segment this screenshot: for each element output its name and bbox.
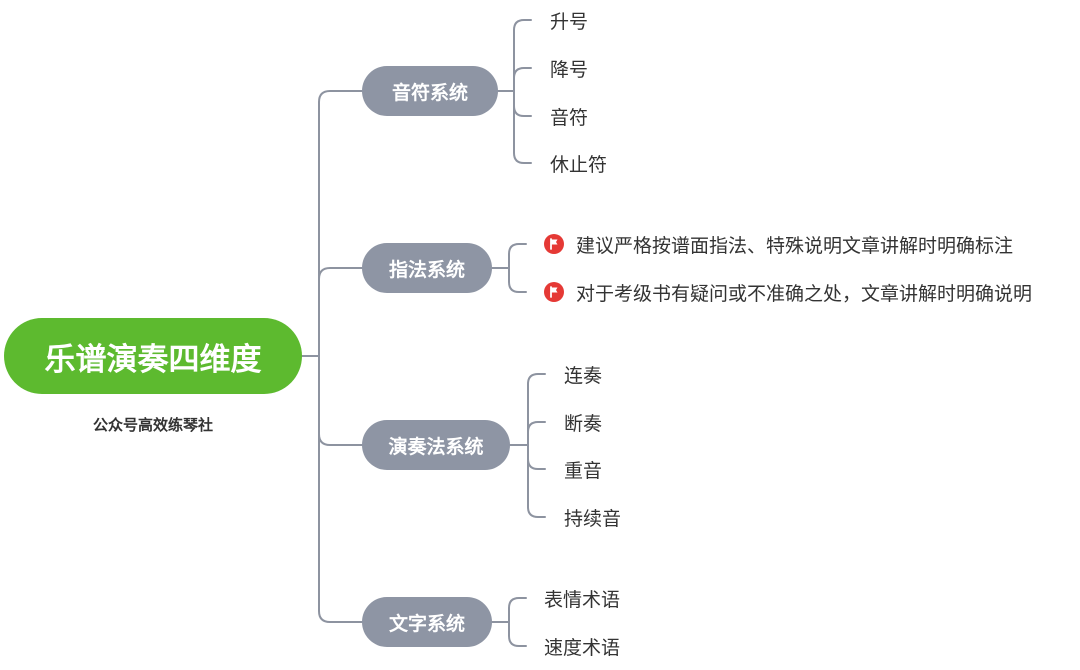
edge-root-branch-3 — [318, 355, 363, 446]
edge-root-branch-2 — [318, 267, 363, 357]
leaf-text: 建议严格按谱面指法、特殊说明文章讲解时明确标注 — [576, 234, 1014, 257]
edge-branch-1-leaf-3 — [513, 90, 532, 117]
leaf-node[interactable]: 断奏 — [564, 412, 603, 435]
root-title: 乐谱演奏四维度 — [44, 341, 262, 378]
leaf-node-with-flag[interactable]: 对于考级书有疑问或不准确之处，文章讲解时明确说明 — [544, 278, 1032, 306]
edge-branch-1-leaf-4 — [513, 90, 532, 164]
flag-icon — [544, 282, 564, 302]
branch-node-text[interactable]: 文字系统 — [362, 597, 492, 647]
leaf-node[interactable]: 降号 — [550, 58, 589, 81]
edge-root-branch-1 — [318, 90, 363, 357]
branch-node-notes[interactable]: 音符系统 — [362, 66, 498, 116]
leaf-node[interactable]: 表情术语 — [544, 588, 621, 611]
branch-label: 指法系统 — [388, 258, 465, 281]
branch-label: 音符系统 — [391, 81, 468, 104]
edge-branch-3-leaf-4 — [527, 444, 546, 518]
edge-branch-2-leaf-2 — [508, 267, 527, 293]
edge-branch-4-leaf-2 — [508, 621, 527, 647]
edge-branch-1-leaf-1 — [513, 19, 532, 92]
edge-branch-4-leaf-1 — [508, 597, 527, 623]
edge-root-branch-4 — [318, 355, 363, 623]
branch-node-fingering[interactable]: 指法系统 — [362, 243, 492, 293]
leaf-node[interactable]: 连奏 — [564, 364, 603, 387]
root-node[interactable]: 乐谱演奏四维度 — [4, 318, 302, 394]
branch-node-articulation[interactable]: 演奏法系统 — [362, 420, 510, 470]
edge-branch-3-leaf-2 — [527, 421, 546, 446]
leaf-node[interactable]: 重音 — [564, 459, 603, 482]
leaf-text: 对于考级书有疑问或不准确之处，文章讲解时明确说明 — [576, 282, 1033, 305]
branch-label: 文字系统 — [388, 612, 465, 635]
edge-branch-2-leaf-1 — [508, 243, 527, 269]
edge-branch-3-leaf-1 — [527, 373, 546, 446]
leaf-node[interactable]: 音符 — [550, 106, 589, 129]
leaf-node-with-flag[interactable]: 建议严格按谱面指法、特殊说明文章讲解时明确标注 — [544, 230, 1013, 258]
root-subtitle: 公众号高效练琴社 — [92, 416, 213, 434]
leaf-node[interactable]: 持续音 — [564, 507, 622, 530]
flag-icon — [544, 234, 564, 254]
edge-branch-3-leaf-3 — [527, 444, 546, 470]
edge-branch-1-leaf-2 — [513, 67, 532, 92]
branch-label: 演奏法系统 — [388, 435, 484, 458]
leaf-node[interactable]: 升号 — [550, 10, 589, 33]
leaf-node[interactable]: 休止符 — [550, 153, 608, 176]
leaf-node[interactable]: 速度术语 — [544, 636, 621, 659]
